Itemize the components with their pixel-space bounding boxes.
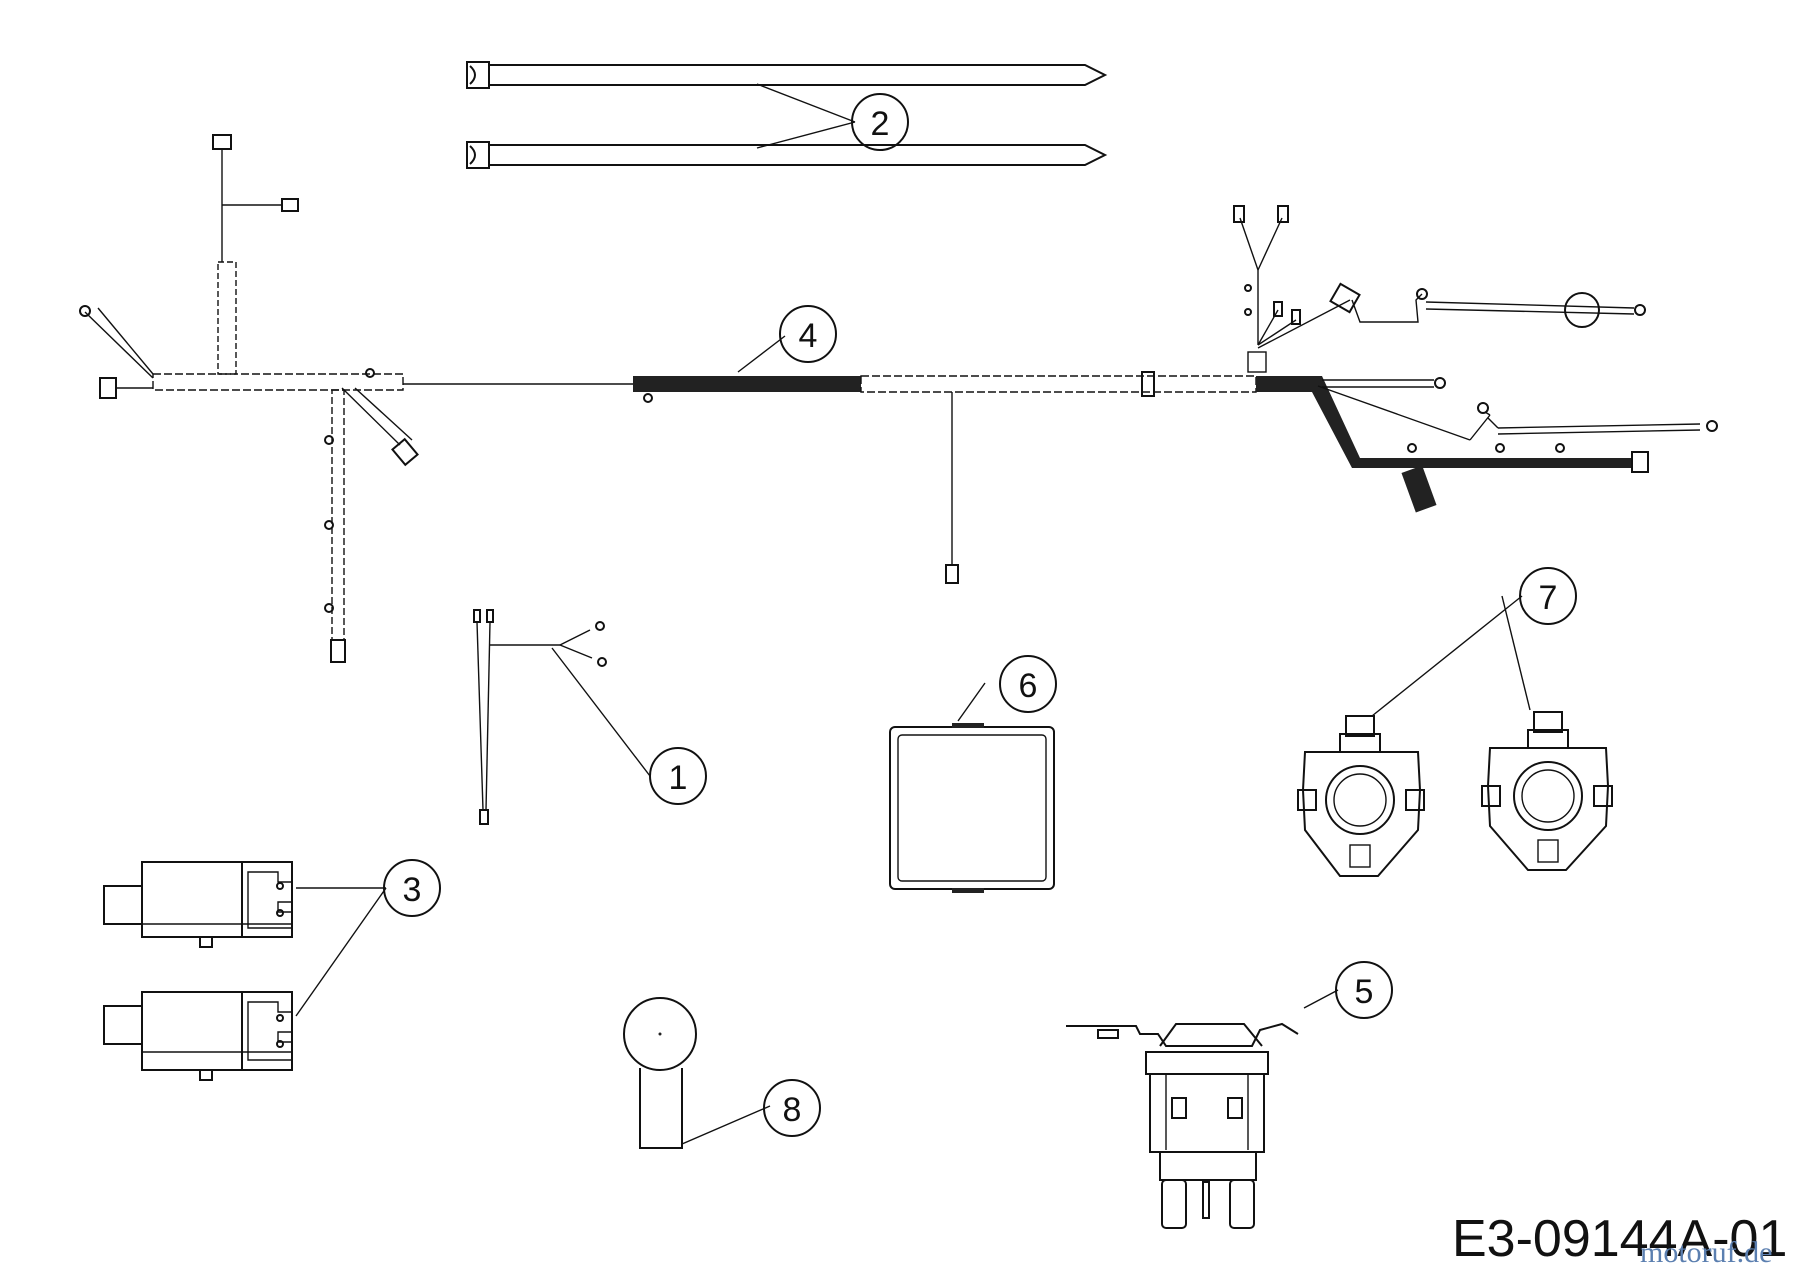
callout-5-leader — [1303, 989, 1339, 1009]
callout-8: 8 — [763, 1079, 821, 1137]
svg-text:1: 1 — [669, 759, 688, 797]
svg-text:3: 3 — [403, 871, 422, 909]
callout-4-leader — [737, 335, 786, 373]
callout-2: 2 — [851, 93, 909, 151]
socket-holder-left[interactable] — [1297, 715, 1425, 877]
callout-8-leader — [681, 1105, 771, 1145]
svg-text:6: 6 — [1019, 667, 1038, 705]
svg-text:8: 8 — [783, 1091, 802, 1129]
main-wiring-harness[interactable] — [79, 134, 1718, 663]
callout-2-leaders — [756, 83, 856, 149]
callout-6-leader — [957, 682, 986, 722]
socket-holder-right[interactable] — [1481, 711, 1613, 871]
switch-bottom[interactable] — [103, 991, 293, 1081]
diagram-code: E3-09144A-01 — [1452, 1210, 1787, 1268]
callout-5: 5 — [1335, 961, 1393, 1019]
callout-6: 6 — [999, 655, 1057, 713]
callout-4: 4 — [779, 305, 837, 363]
small-harness[interactable] — [473, 609, 607, 825]
watermark: motoruf.de — [1640, 1236, 1772, 1269]
svg-text:2: 2 — [871, 105, 890, 143]
cable-tie-top[interactable] — [466, 61, 1108, 89]
callout-7: 7 — [1519, 567, 1577, 625]
svg-text:5: 5 — [1355, 973, 1374, 1011]
solenoid[interactable] — [1066, 1022, 1299, 1229]
square-pad[interactable] — [889, 723, 1055, 893]
callout-3: 3 — [383, 859, 441, 917]
callout-3-leaders — [295, 887, 387, 1017]
callout-1: 1 — [649, 747, 707, 805]
cable-tie-bottom[interactable] — [466, 141, 1108, 169]
switch-top[interactable] — [103, 861, 293, 948]
callout-7-leaders — [1371, 595, 1531, 717]
svg-text:7: 7 — [1539, 579, 1558, 617]
svg-text:4: 4 — [799, 317, 818, 355]
callout-1-leader — [551, 647, 651, 777]
round-plug[interactable] — [623, 997, 697, 1149]
